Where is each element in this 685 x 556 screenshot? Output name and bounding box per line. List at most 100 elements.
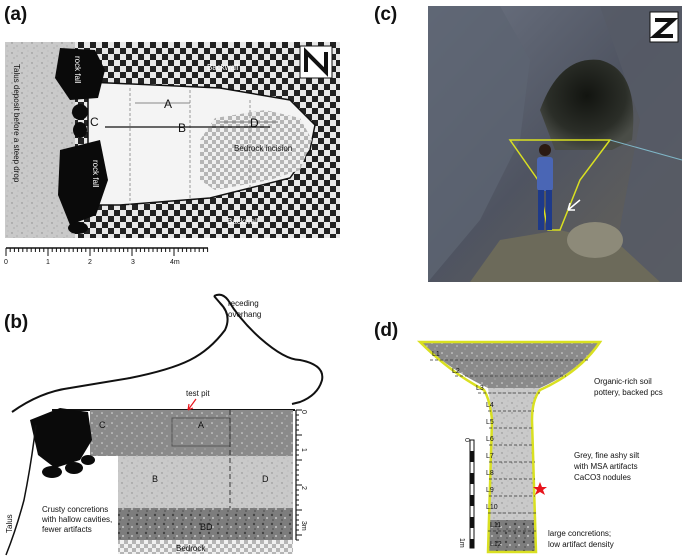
layer-label: L2 [452, 368, 460, 375]
note-top-line2: pottery, backed pcs [594, 388, 663, 397]
layer-label: L11 [490, 522, 501, 529]
scale-b-tick-label: 0 [300, 410, 307, 414]
rock-face-right [600, 6, 682, 282]
area-a-label-b: A [198, 420, 204, 430]
rock-fall-boulder-b [65, 462, 83, 474]
receding-overhang-line2: overhang [228, 310, 261, 319]
ground-rocks [470, 230, 660, 282]
crusty-note-line1: Crusty concretions [42, 505, 108, 514]
rock-fall-boulder [68, 222, 88, 234]
area-b-d-block [118, 456, 293, 508]
test-pit-box [171, 417, 231, 447]
note-organic-rich: Organic-rich soil pottery, backed pcs [594, 377, 663, 397]
scale-d-tick-label: 1m [458, 538, 465, 548]
reference-line [609, 139, 683, 161]
scale-a-tick-label: 2 [88, 259, 92, 266]
rock-fall-block-bottom [58, 140, 108, 225]
scale-bar-d [469, 439, 475, 549]
area-bd-block [118, 508, 293, 540]
bedrock-incision-area [200, 110, 312, 190]
note-concretions: large concretions; low artifact density [548, 529, 614, 549]
area-a-label: A [164, 97, 172, 111]
layer-label: L1 [432, 351, 440, 358]
rock-fall-bottom-label: rock fall [91, 160, 100, 188]
profile-outline [416, 340, 603, 554]
scale-a-tick-label: 3 [131, 259, 135, 266]
panel-a: (a) A B C D Backwall Backwall Bedrock in… [4, 4, 340, 266]
area-b-label-b: B [152, 474, 158, 484]
talus-deposit-label: Talus deposit before a steep drop [12, 64, 21, 183]
rock-fall-block-b [30, 408, 92, 468]
note-mid-line2: with MSA artifacts [573, 462, 638, 471]
scale-d-tick-label: 0 [463, 438, 470, 442]
area-b-label: B [178, 121, 186, 135]
scale-b-tick-label: 2 [300, 486, 307, 490]
rock-face-left [428, 6, 530, 282]
layer-label: L12 [490, 541, 502, 548]
overhang-profile [11, 293, 324, 413]
note-bottom-line2: low artifact density [548, 540, 614, 549]
crusty-note-line2: with hallow cavities, [41, 515, 112, 524]
layer-label: L10 [486, 504, 498, 511]
scale-a-tick-label: 4m [170, 259, 180, 266]
scale-b-tick-label: 1 [300, 448, 307, 452]
panel-b-label: (b) [4, 312, 28, 333]
rock-fall-boulder [73, 122, 87, 138]
crusty-note-line3: fewer artifacts [42, 525, 92, 534]
receding-overhang-line1: receding [228, 299, 259, 308]
layer-dark-top [420, 342, 600, 388]
rock-fall-block-top [55, 48, 105, 100]
bedrock-incision-label: Bedrock incision [234, 144, 292, 153]
layer-label: L8 [486, 470, 494, 477]
person-figure [537, 144, 553, 230]
area-c-label-b: C [99, 420, 106, 430]
profile-layers [420, 342, 600, 552]
layer-label: L9 [486, 487, 494, 494]
boulder [567, 222, 623, 258]
rock-fall-top-label: rock fall [73, 56, 82, 84]
note-grey-silt: Grey, fine ashy silt with MSA artifacts … [573, 451, 641, 482]
rock-fall-boulder-b [81, 455, 95, 465]
area-d-label-b: D [262, 474, 269, 484]
test-pit-arrow-icon [187, 398, 197, 411]
talus-label: Talus [5, 514, 14, 533]
arrow-icon [567, 199, 581, 211]
crusty-concretions-note: Crusty concretions with hallow cavities,… [41, 505, 114, 534]
area-c-label: C [90, 115, 99, 129]
backwall-top-label: Backwall [207, 63, 239, 72]
layer-label: L5 [486, 419, 494, 426]
bedrock-block [118, 540, 293, 554]
scale-a-tick-label: 0 [4, 259, 8, 266]
north-arrow-c [649, 11, 679, 43]
panel-a-label: (a) [4, 4, 27, 25]
layer-label: L3 [476, 385, 484, 392]
bedrock-label-b: Bedrock [176, 544, 206, 553]
area-d-label: D [250, 116, 259, 130]
scale-b-tick-label: 3m [300, 521, 307, 531]
talus-slope-line [5, 424, 37, 556]
area-a-block [118, 410, 293, 456]
panel-c-label: (c) [374, 4, 397, 25]
backwall-bottom-label: Backwall [227, 217, 259, 226]
panel-d: (d) L1 L2 L3 L4 L5 L6 L7 L8 L9 L10 L11 L… [374, 320, 663, 554]
panel-b: (b) receding overhang Talus test pit C A… [4, 293, 324, 556]
cave-opening [540, 59, 634, 151]
rock-fall-boulder-b [42, 466, 62, 478]
panel-d-label: (d) [374, 320, 398, 341]
receding-overhang-label: receding overhang [228, 299, 261, 319]
area-bd-label-b: BD [200, 522, 213, 532]
layer-grey-mid [488, 388, 540, 520]
rock-fall-boulder [72, 104, 88, 120]
test-pit-label: test pit [186, 389, 210, 398]
layer-label: L6 [486, 436, 494, 443]
note-top-line1: Organic-rich soil [594, 377, 652, 386]
sample-star-icon [533, 482, 547, 495]
note-bottom-line1: large concretions; [548, 529, 611, 538]
layer-concretions [488, 520, 536, 552]
layer-label: L4 [486, 402, 494, 409]
scale-a-tick-label: 1 [46, 259, 50, 266]
scale-bar-b-ticks [296, 409, 302, 541]
scale-bar-a-ticks [5, 248, 209, 256]
layer-boundaries [430, 359, 590, 532]
